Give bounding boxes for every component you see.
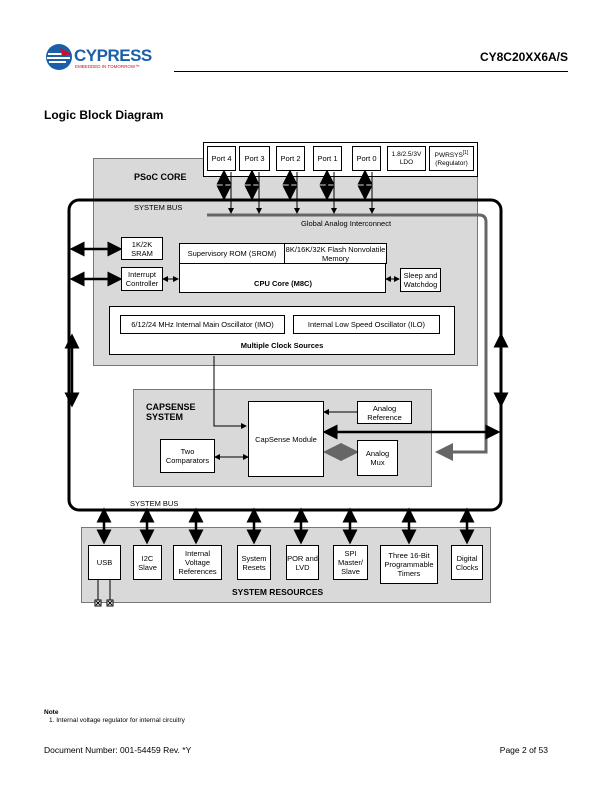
part-number: CY8C20XX6A/S — [479, 50, 568, 64]
cypress-logo: CYPRESS EMBEDDED IN TOMORROW™ — [44, 42, 154, 72]
cypress-logo-icon — [46, 44, 72, 70]
internal-voltage-references-box: Internal Voltage References — [173, 545, 222, 580]
capsense-module-box: CapSense Module — [248, 401, 324, 477]
capsense-system-label: CAPSENSE SYSTEM — [146, 402, 196, 422]
interrupt-controller-box: Interrupt Controller — [121, 267, 163, 291]
usb-box: USB — [88, 545, 121, 580]
port-3: Port 3 — [239, 146, 270, 171]
digital-clocks-box: Digital Clocks — [451, 545, 483, 580]
pwrsys-label: PWRSYS[1] — [434, 149, 469, 160]
sleep-watchdog-box: Sleep and Watchdog — [400, 268, 441, 292]
pwrsys-sub: (Regulator) — [435, 160, 468, 168]
analog-mux-box: Analog Mux — [357, 440, 398, 476]
port-0: Port 0 — [352, 146, 381, 171]
i2c-slave-box: I2C Slave — [133, 545, 162, 580]
logo-tagline: EMBEDDED IN TOMORROW™ — [75, 64, 140, 69]
sram-box: 1K/2K SRAM — [121, 237, 163, 260]
srom-box: Supervisory ROM (SROM) — [179, 243, 285, 264]
system-bus-top-label: SYSTEM BUS — [134, 203, 183, 212]
note-heading: Note — [44, 709, 59, 716]
analog-reference-box: Analog Reference — [357, 401, 412, 424]
system-bus-bottom-label: SYSTEM BUS — [130, 499, 179, 508]
note-item: 1. Internal voltage regulator for intern… — [49, 717, 185, 724]
pwrsys-footnote-ref: [1] — [462, 149, 469, 156]
system-resources-label: SYSTEM RESOURCES — [232, 587, 324, 597]
header-rule — [174, 71, 568, 72]
ldo-box: 1.8/2.5/3V LDO — [387, 146, 426, 171]
document-number: Document Number: 001-54459 Rev. *Y — [44, 745, 192, 755]
imo-box: 6/12/24 MHz Internal Main Oscillator (IM… — [120, 315, 285, 334]
pwrsys-box: PWRSYS[1] (Regulator) — [429, 146, 474, 171]
port-4: Port 4 — [207, 146, 236, 171]
port-2: Port 2 — [276, 146, 305, 171]
system-resets-box: System Resets — [237, 545, 271, 580]
flash-box: 8K/16K/32K Flash Nonvolatile Memory — [284, 243, 387, 264]
port-1: Port 1 — [313, 146, 342, 171]
spi-box: SPI Master/ Slave — [333, 545, 368, 580]
psoc-core-label: PSoC CORE — [134, 172, 187, 182]
timers-box: Three 16-Bit Programmable Timers — [380, 545, 438, 584]
two-comparators-box: Two Comparators — [160, 439, 215, 473]
global-analog-label: Global Analog Interconnect — [301, 219, 392, 228]
ilo-box: Internal Low Speed Oscillator (ILO) — [293, 315, 440, 334]
clock-sources-label: Multiple Clock Sources — [240, 341, 324, 350]
logo-text: CYPRESS — [74, 46, 152, 65]
page-number: Page 2 of 53 — [499, 745, 548, 755]
cpu-block: Supervisory ROM (SROM) 8K/16K/32K Flash … — [179, 243, 387, 293]
por-lvd-box: POR and LVD — [286, 545, 319, 580]
clock-sources-block: 6/12/24 MHz Internal Main Oscillator (IM… — [109, 306, 455, 355]
cpu-core-label: CPU Core (M8C) — [254, 279, 312, 288]
section-title: Logic Block Diagram — [44, 108, 164, 122]
